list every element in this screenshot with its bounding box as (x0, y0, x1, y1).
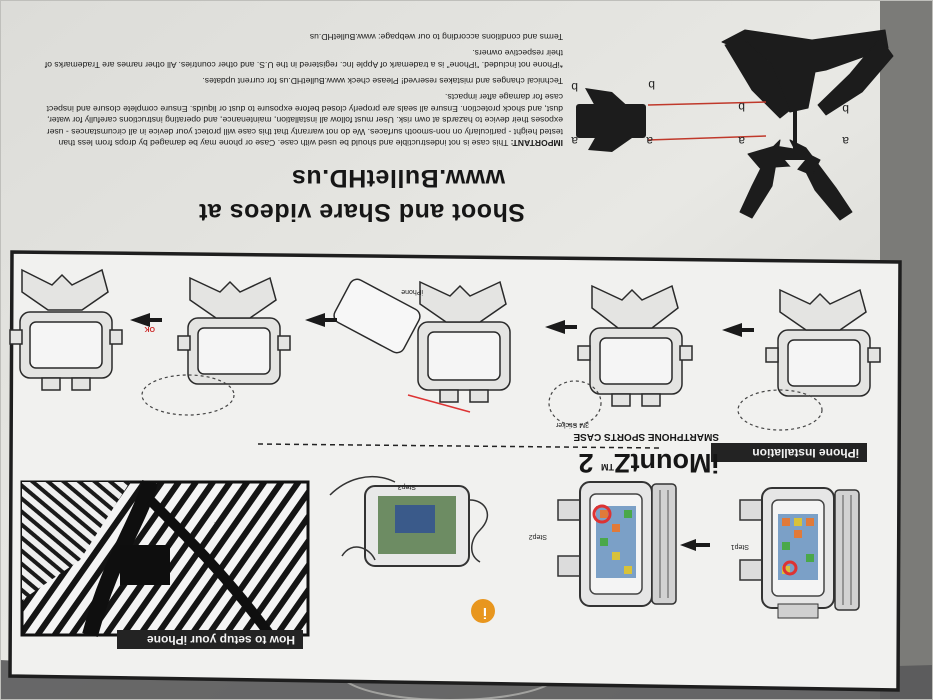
iphone-note: *iPhone not included. "iPhone" is a trad… (44, 48, 563, 70)
harness-label-b3: b (648, 78, 655, 92)
phone-label: iPhone (401, 288, 423, 295)
brand-name: iMountZ (614, 448, 719, 478)
sequence-arrows (130, 313, 754, 551)
headline-line2: www.BulletHD.us (291, 164, 505, 192)
brand-subtitle: SMARTPHONE SPORTS CASE (573, 431, 719, 442)
info-badge (471, 599, 495, 623)
iphone-installation-heading: iPhone Installation (711, 443, 867, 462)
step2-illustration (557, 481, 677, 607)
harness-label-a1: a (842, 134, 849, 148)
detail-circles (141, 374, 823, 431)
harness-mount-diagram (576, 29, 894, 221)
terms-note: Terms and conditions according to our we… (309, 31, 563, 42)
step2-label: Step2 (528, 533, 547, 540)
harness-label-a2: a (738, 134, 745, 148)
step3-illustration (329, 475, 489, 567)
step1-label: Step1 (730, 543, 749, 550)
brand-tm: TM (601, 462, 615, 472)
dashed-divider (257, 443, 661, 449)
harness-label-b1: b (842, 102, 849, 116)
action-photo (20, 479, 310, 638)
technical-note: Technical changes and mistakes reserved!… (202, 75, 563, 86)
installation-sequence (9, 268, 881, 407)
important-notice: IMPORTANT: This case is not indestructib… (43, 25, 563, 148)
important-heading: IMPORTANT: (510, 138, 563, 148)
how-to-setup-heading: How to setup your iPhone (117, 630, 303, 649)
brand-number: 2 (578, 448, 594, 478)
ok-label: OK (144, 325, 156, 332)
brand-wordmark: iMountZTM 2 (578, 447, 719, 478)
sticker-label: 3M Sticker (555, 421, 589, 428)
harness-label-a4: a (571, 134, 578, 148)
harness-label-b2: b (738, 100, 745, 114)
important-body: This case is not indestructible and shou… (46, 92, 563, 148)
step1-illustration (739, 487, 860, 619)
headline-line1: Shoot and Share videos at (198, 198, 525, 226)
harness-label-b4: b (571, 80, 578, 94)
info-glyph: i (482, 604, 487, 621)
step3-label: Step3 (397, 483, 416, 490)
harness-label-a3: a (646, 134, 653, 148)
